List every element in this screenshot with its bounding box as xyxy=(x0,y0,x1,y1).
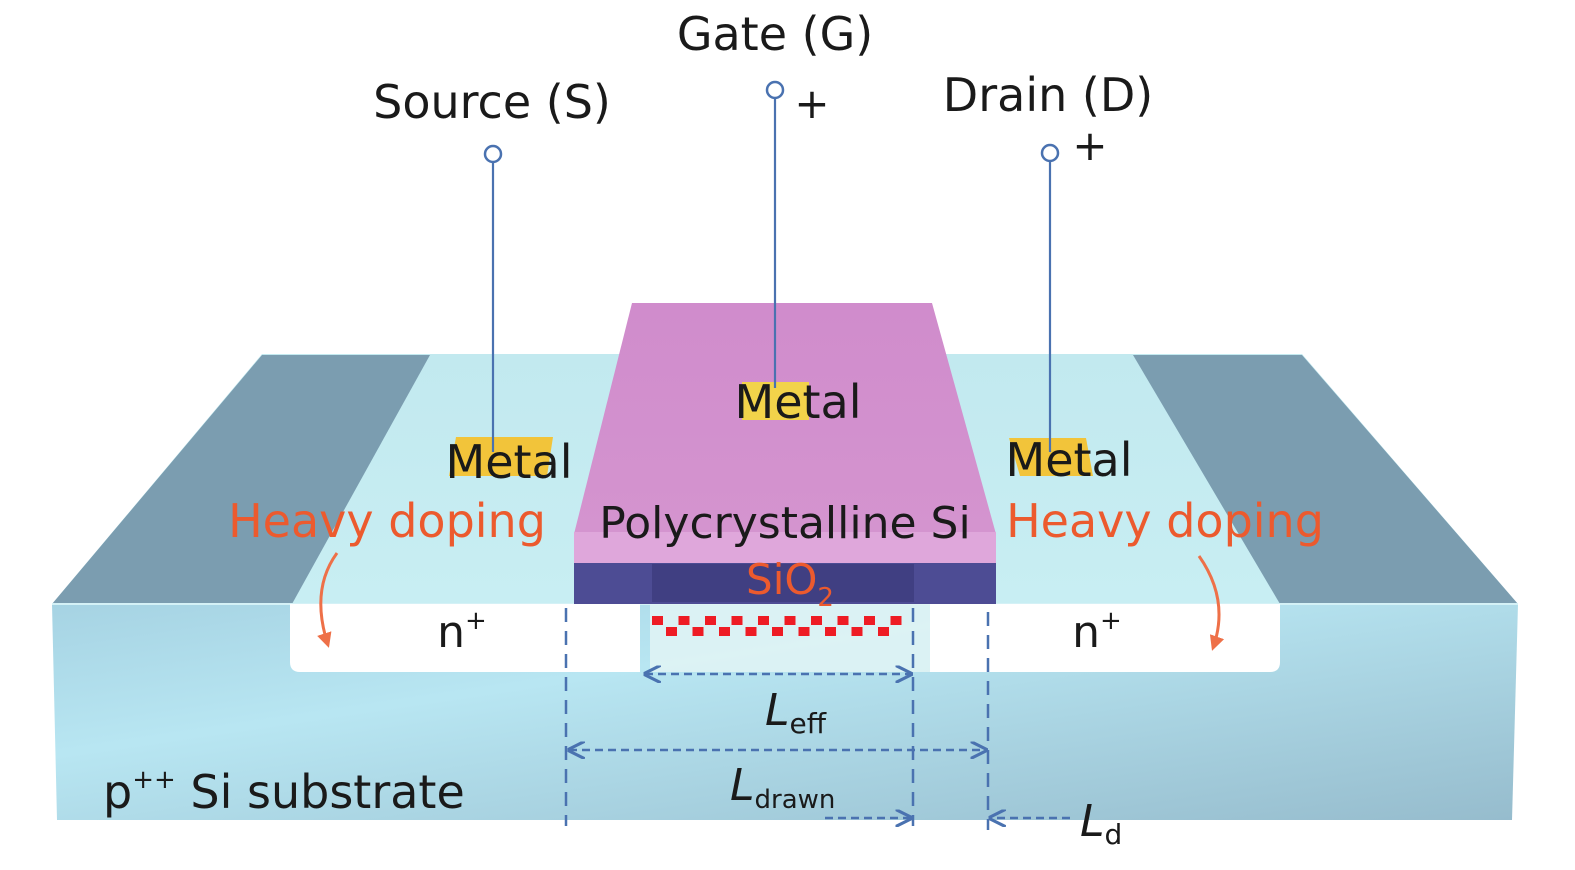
dimension-arrows xyxy=(569,674,1070,818)
gate-terminal[interactable] xyxy=(765,80,785,388)
source-metal-pad xyxy=(449,437,553,476)
charge-dot xyxy=(798,627,810,636)
charge-dot xyxy=(878,627,889,636)
charge-dot xyxy=(811,616,822,625)
gate-metal-label: Metal xyxy=(735,375,862,429)
isolation-right xyxy=(1133,355,1518,604)
charge-dot xyxy=(758,616,769,625)
l-d-symbol: L xyxy=(1080,796,1105,847)
source-metal-label: Metal xyxy=(446,435,573,489)
dimension-lines xyxy=(564,608,990,830)
oxide-label: SiO2 xyxy=(746,555,834,613)
drain-metal-pad xyxy=(1009,438,1093,476)
source-n-region xyxy=(290,604,640,672)
charge-dot xyxy=(851,627,863,636)
charge-dot xyxy=(692,627,704,636)
oxide-label-subscript: 2 xyxy=(817,583,834,613)
substrate-prefix: p xyxy=(103,765,132,819)
charge-dot xyxy=(784,616,796,625)
channel-region xyxy=(650,604,930,672)
drain-polarity: + xyxy=(1072,121,1107,170)
drain-terminal-icon[interactable] xyxy=(1040,143,1060,163)
gate-label: Gate (G) xyxy=(677,7,873,61)
charge-dot xyxy=(666,627,677,636)
source-label: Source (S) xyxy=(373,75,611,129)
drain-n-region xyxy=(930,604,1280,672)
doping-arrow-right-icon xyxy=(1197,555,1225,651)
heavy-doping-right-label: Heavy doping xyxy=(1006,494,1324,548)
gate-polarity: + xyxy=(794,79,829,128)
charge-dot xyxy=(652,616,663,625)
charge-dot xyxy=(705,616,716,625)
doping-arrow-left-icon xyxy=(317,552,339,648)
gate-terminal-icon[interactable] xyxy=(765,80,785,100)
charge-dot xyxy=(678,616,690,625)
charge-dot xyxy=(745,627,757,636)
source-n-superscript: + xyxy=(465,606,487,636)
l-d-label: Ld xyxy=(1080,796,1122,851)
isolation-left xyxy=(52,355,430,604)
substrate-superscript: ++ xyxy=(132,765,176,795)
oxide-label-main: SiO xyxy=(746,555,817,604)
charge-dot xyxy=(825,627,836,636)
l-eff-label: Leff xyxy=(765,685,827,740)
polysilicon-label: Polycrystalline Si xyxy=(599,498,970,549)
source-terminal[interactable] xyxy=(483,144,503,452)
source-terminal-icon[interactable] xyxy=(483,144,503,164)
gate-metal-pad xyxy=(742,382,809,420)
l-d-subscript: d xyxy=(1105,818,1123,851)
l-drawn-label: Ldrawn xyxy=(730,760,835,815)
source-n-label: n xyxy=(437,607,465,658)
charge-dot xyxy=(890,616,902,625)
substrate-label: p++ Si substrate xyxy=(103,765,465,819)
l-eff-subscript: eff xyxy=(790,707,827,740)
charge-dot xyxy=(864,616,875,625)
source-n-plus-label: n+ xyxy=(437,606,487,658)
l-drawn-symbol: L xyxy=(730,760,755,811)
channel-charge xyxy=(652,616,902,636)
charge-dot xyxy=(772,627,783,636)
drain-n-superscript: + xyxy=(1100,606,1122,636)
drain-n-plus-label: n+ xyxy=(1072,606,1122,658)
substrate-text: Si substrate xyxy=(176,765,465,819)
gate-oxide-inner xyxy=(652,564,914,602)
charge-dot xyxy=(731,616,743,625)
l-eff-symbol: L xyxy=(765,685,790,736)
charge-dot xyxy=(719,627,730,636)
drain-n-label: n xyxy=(1072,607,1100,658)
drain-metal-label: Metal xyxy=(1006,433,1133,487)
l-drawn-subscript: drawn xyxy=(755,785,836,815)
heavy-doping-left-label: Heavy doping xyxy=(228,494,546,548)
gate-polysilicon-lower xyxy=(574,532,996,563)
drain-terminal[interactable] xyxy=(1040,143,1060,452)
drain-label: Drain (D) xyxy=(943,68,1153,122)
charge-dot xyxy=(837,616,849,625)
